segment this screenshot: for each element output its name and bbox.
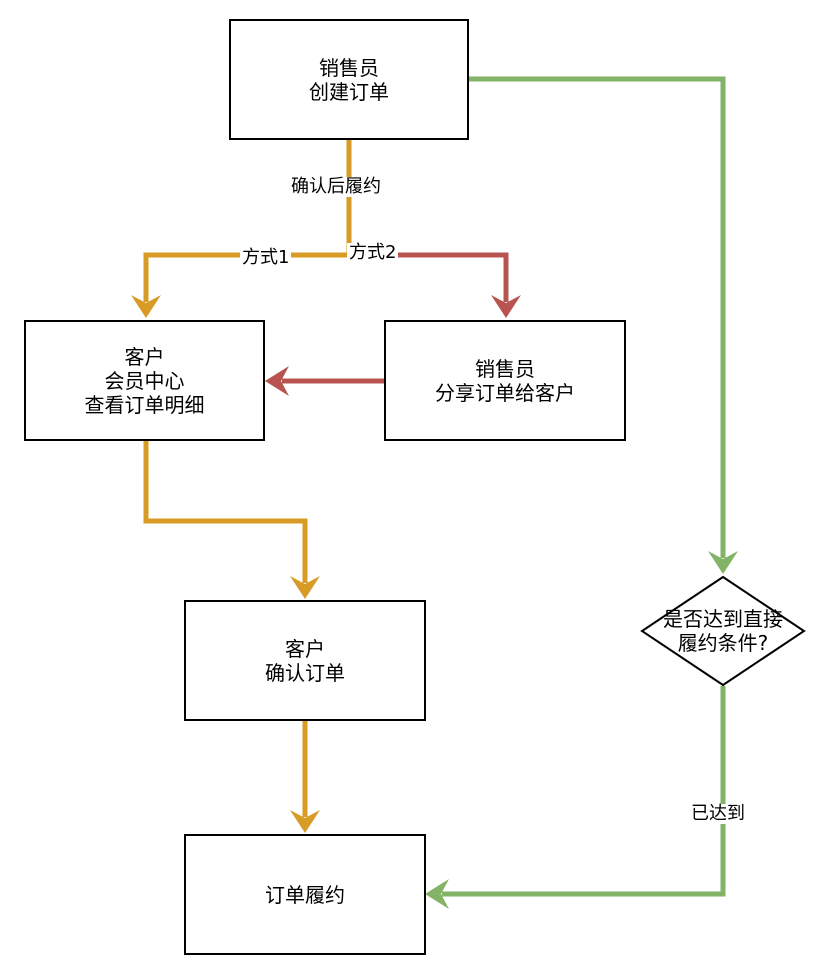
edge-label-method2: 方式2 xyxy=(347,242,399,263)
node-member-center-line-3: 查看订单明细 xyxy=(84,392,205,417)
node-share-order-text: 销售员 分享订单给客户 xyxy=(435,357,575,405)
node-create-order-line-1: 销售员 xyxy=(319,55,379,80)
arrowhead-share-to-member xyxy=(265,366,289,396)
node-create-order-line-2: 创建订单 xyxy=(309,79,389,104)
node-member-center-line-1: 客户 xyxy=(124,344,165,369)
node-condition-line-1: 是否达到直接 xyxy=(663,607,783,631)
node-condition-line-2: 履约条件? xyxy=(677,631,769,655)
decision-diamond xyxy=(640,575,806,687)
edge-create-to-condition xyxy=(469,76,726,558)
arrowhead-method2 xyxy=(491,295,521,318)
node-confirm-order-line-2: 确认订单 xyxy=(265,660,345,685)
node-create-order-text: 销售员 创建订单 xyxy=(309,56,389,104)
edge-condition-to-fulfill xyxy=(442,686,726,897)
node-member-center: 客户 会员中心 查看订单明细 xyxy=(24,320,265,441)
arrowhead-condition-to-fulfill xyxy=(425,879,449,909)
edge-label-after-confirm: 确认后履约 xyxy=(289,176,383,197)
edge-member-to-confirm xyxy=(143,441,308,583)
node-share-order: 销售员 分享订单给客户 xyxy=(384,320,626,441)
arrowhead-create-to-condition xyxy=(708,551,738,574)
node-member-center-text: 客户 会员中心 查看订单明细 xyxy=(85,345,205,417)
node-fulfill-text: 订单履约 xyxy=(265,883,345,907)
node-condition-text: 是否达到直接 履约条件? xyxy=(642,577,804,685)
arrowhead-confirm-to-fulfill xyxy=(290,810,320,833)
arrowhead-method1 xyxy=(131,295,161,318)
edge-method2 xyxy=(349,252,509,302)
node-share-order-line-2: 分享订单给客户 xyxy=(435,380,575,405)
node-fulfill-line-1: 订单履约 xyxy=(265,882,345,907)
node-share-order-line-1: 销售员 xyxy=(475,356,535,381)
node-confirm-order: 客户 确认订单 xyxy=(184,600,426,721)
node-confirm-order-line-1: 客户 xyxy=(285,636,325,661)
node-fulfill: 订单履约 xyxy=(184,834,426,955)
node-confirm-order-text: 客户 确认订单 xyxy=(265,637,345,685)
node-member-center-line-2: 会员中心 xyxy=(104,368,185,393)
edge-label-reached: 已达到 xyxy=(689,803,747,824)
edge-label-method1: 方式1 xyxy=(240,247,292,268)
arrowhead-member-to-confirm xyxy=(290,576,320,599)
node-create-order: 销售员 创建订单 xyxy=(229,19,469,140)
